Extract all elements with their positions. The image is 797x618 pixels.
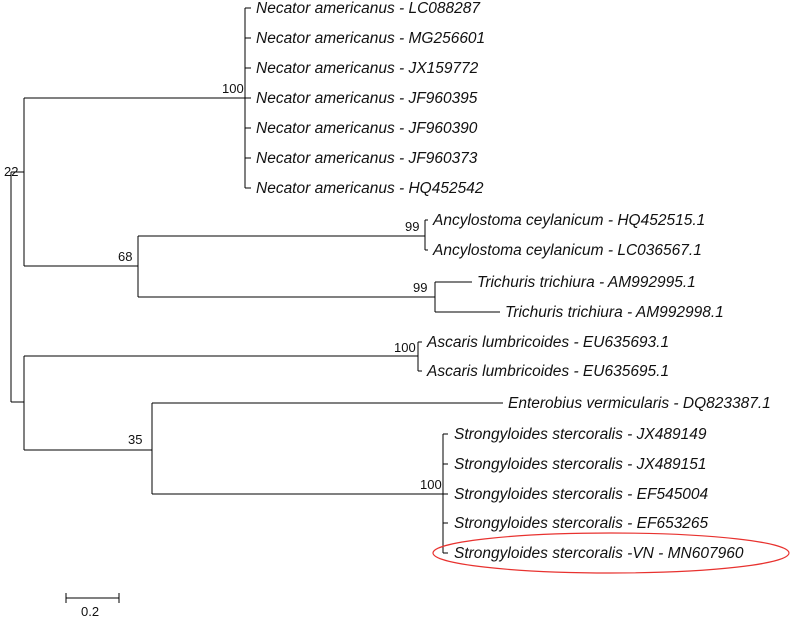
- bootstrap-value: 99: [413, 280, 427, 295]
- taxon-labels: Necator americanus - LC088287 Necator am…: [256, 0, 771, 562]
- taxon-label: Necator americanus - JF960373: [256, 150, 478, 167]
- taxon-label: Necator americanus - JF960395: [256, 90, 478, 107]
- taxon-label: Strongyloides stercoralis - EF653265: [454, 515, 709, 532]
- taxon-label: Necator americanus - MG256601: [256, 30, 485, 47]
- bootstrap-value: 100: [394, 340, 416, 355]
- taxon-label: Necator americanus - JF960390: [256, 120, 478, 137]
- taxon-label: Strongyloides stercoralis - EF545004: [454, 486, 709, 503]
- taxon-label: Necator americanus - LC088287: [256, 0, 481, 17]
- bootstrap-value: 99: [405, 219, 419, 234]
- taxon-label: Strongyloides stercoralis - JX489151: [454, 456, 706, 473]
- taxon-label: Ascaris lumbricoides - EU635695.1: [426, 363, 669, 380]
- bootstrap-value: 68: [118, 249, 132, 264]
- tree-branches: [10, 7, 503, 554]
- taxon-label: Necator americanus - HQ452542: [256, 180, 484, 197]
- taxon-label: Necator americanus - JX159772: [256, 60, 479, 77]
- taxon-label: Ascaris lumbricoides - EU635693.1: [426, 334, 669, 351]
- bootstrap-value: 22: [4, 164, 18, 179]
- scale-bar: 0.2: [65, 593, 120, 618]
- taxon-label: Trichuris trichiura - AM992998.1: [505, 304, 724, 321]
- taxon-label: Trichuris trichiura - AM992995.1: [477, 274, 696, 291]
- taxon-label: Strongyloides stercoralis - JX489149: [454, 426, 707, 443]
- taxon-label: Enterobius vermicularis - DQ823387.1: [508, 395, 771, 412]
- taxon-label: Ancylostoma ceylanicum - LC036567.1: [432, 242, 702, 259]
- taxon-label: Ancylostoma ceylanicum - HQ452515.1: [432, 212, 705, 229]
- bootstrap-value: 100: [420, 477, 442, 492]
- bootstrap-value: 35: [128, 432, 142, 447]
- bootstrap-value: 100: [222, 81, 244, 96]
- taxon-label-highlighted: Strongyloides stercoralis -VN - MN607960: [454, 545, 744, 562]
- scale-bar-label: 0.2: [81, 604, 99, 618]
- highlight-ellipse: [432, 532, 790, 574]
- bootstrap-values: 100 22 68 99 99 100 35 100: [4, 81, 442, 492]
